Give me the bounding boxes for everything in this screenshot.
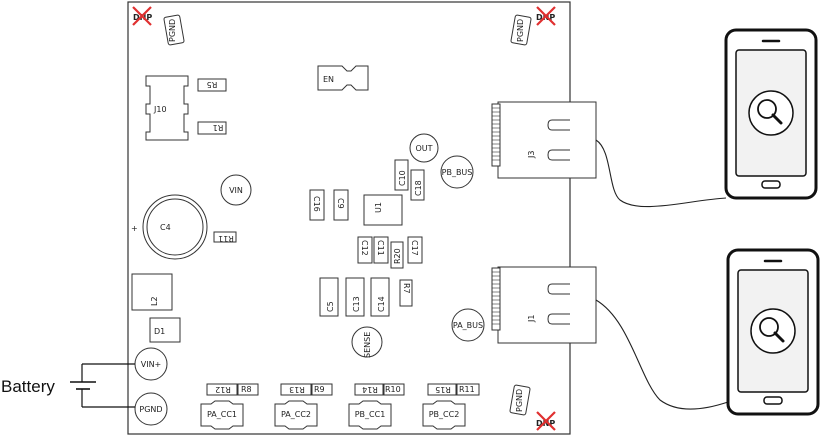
svg-text:OUT: OUT: [415, 144, 432, 153]
svg-text:R5: R5: [207, 80, 218, 89]
usb-connector-j3: J3: [491, 101, 597, 179]
r1: R1: [197, 121, 227, 135]
pgnd-tab-top-right: PGND: [510, 14, 532, 46]
svg-text:R12: R12: [215, 385, 231, 394]
svg-text:J1: J1: [527, 315, 536, 323]
svg-text:DNP: DNP: [536, 419, 555, 428]
svg-text:R1: R1: [213, 123, 224, 132]
svg-text:C4: C4: [160, 223, 171, 232]
search-icon: [750, 308, 796, 354]
search-icon: [748, 90, 794, 136]
svg-text:R15: R15: [435, 385, 451, 394]
c13: C13: [345, 277, 365, 317]
svg-text:R8: R8: [241, 385, 252, 394]
r7: R7: [399, 279, 413, 307]
battery-symbol: Battery: [1, 363, 135, 408]
c4-capacitor: C4 +: [131, 194, 208, 260]
svg-text:VIN+: VIN+: [141, 360, 162, 369]
top-phone: [724, 28, 818, 200]
svg-text:C16: C16: [312, 196, 321, 212]
svg-text:PB_CC1: PB_CC1: [355, 410, 386, 419]
c12: C12: [357, 236, 373, 264]
svg-text:VIN: VIN: [229, 186, 243, 195]
svg-text:PGND: PGND: [515, 389, 524, 412]
vin-testpoint: VIN: [220, 174, 252, 206]
j10-connector: J10: [145, 75, 189, 141]
svg-text:PGND: PGND: [516, 19, 525, 42]
c10: C10: [394, 159, 409, 191]
d1-diode: D1: [149, 317, 181, 343]
svg-text:C5: C5: [326, 301, 335, 312]
r5: R5: [197, 78, 227, 92]
svg-text:C12: C12: [360, 240, 369, 256]
vin-plus-testpoint: VIN+: [134, 347, 168, 381]
c18: C18: [410, 169, 425, 201]
svg-text:R14: R14: [362, 385, 378, 394]
svg-text:D1: D1: [154, 327, 165, 336]
u1-ic: U1: [363, 194, 403, 226]
bottom-phone: [726, 248, 820, 416]
usb-connector-j1: J1: [491, 266, 597, 344]
svg-text:C9: C9: [336, 198, 345, 209]
svg-text:PGND: PGND: [139, 405, 162, 414]
dnp-top-right: DNP: [536, 6, 556, 26]
svg-text:J10: J10: [153, 105, 167, 114]
pgnd-tab-top-left: PGND: [163, 14, 185, 46]
cable-bottom: [595, 299, 729, 410]
svg-text:PA_CC1: PA_CC1: [207, 410, 237, 419]
pgnd-testpoint: PGND: [134, 392, 168, 426]
svg-text:SENSE: SENSE: [363, 332, 372, 358]
l2-inductor: L2: [131, 273, 173, 311]
svg-text:C14: C14: [377, 296, 386, 312]
svg-text:C11: C11: [376, 240, 385, 256]
dnp-bottom-right: DNP: [536, 411, 556, 431]
c9: C9: [333, 189, 349, 221]
svg-text:C18: C18: [414, 180, 423, 196]
pa-bus-testpoint: PA_BUS: [451, 308, 485, 342]
svg-text:J3: J3: [527, 151, 536, 159]
pb-bus-testpoint: PB_BUS: [440, 155, 474, 189]
pgnd-tab-bottom-right: PGND: [509, 384, 531, 416]
svg-text:L2: L2: [150, 296, 159, 306]
c5: C5: [319, 277, 339, 317]
dnp-top-left: DNP: [132, 6, 152, 26]
r20: R20: [390, 241, 404, 269]
svg-text:R9: R9: [314, 385, 325, 394]
resistor-row: R12 R8 R13 R9 R14 R10 R15 R11: [206, 383, 480, 396]
svg-text:PA_BUS: PA_BUS: [453, 321, 483, 330]
svg-text:PB_CC2: PB_CC2: [429, 410, 460, 419]
svg-text:R10: R10: [385, 385, 401, 394]
svg-text:C17: C17: [410, 240, 419, 256]
sense-testpoint: SENSE: [351, 326, 383, 358]
cable-top: [595, 139, 727, 208]
c14: C14: [370, 277, 390, 317]
out-testpoint: OUT: [409, 133, 439, 163]
en-pad: EN: [317, 65, 369, 91]
svg-text:U1: U1: [374, 202, 383, 213]
svg-text:R7: R7: [402, 283, 411, 294]
svg-text:C10: C10: [398, 170, 407, 186]
svg-text:PA_CC2: PA_CC2: [281, 410, 311, 419]
cc-pads: PA_CC1 PA_CC2 PB_CC1 PB_CC2: [200, 400, 466, 430]
c16: C16: [309, 189, 325, 221]
svg-text:R11: R11: [459, 385, 475, 394]
svg-text:Battery: Battery: [1, 377, 55, 396]
svg-text:PGND: PGND: [168, 19, 177, 42]
svg-text:R13: R13: [289, 385, 305, 394]
c17: C17: [407, 236, 423, 264]
svg-text:EN: EN: [323, 75, 334, 84]
svg-text:R11: R11: [218, 234, 234, 243]
r11: R11: [213, 231, 237, 243]
svg-text:PB_BUS: PB_BUS: [442, 168, 473, 177]
c11: C11: [373, 236, 389, 264]
svg-text:R20: R20: [393, 248, 402, 264]
svg-text:+: +: [131, 224, 138, 233]
svg-text:C13: C13: [352, 296, 361, 312]
